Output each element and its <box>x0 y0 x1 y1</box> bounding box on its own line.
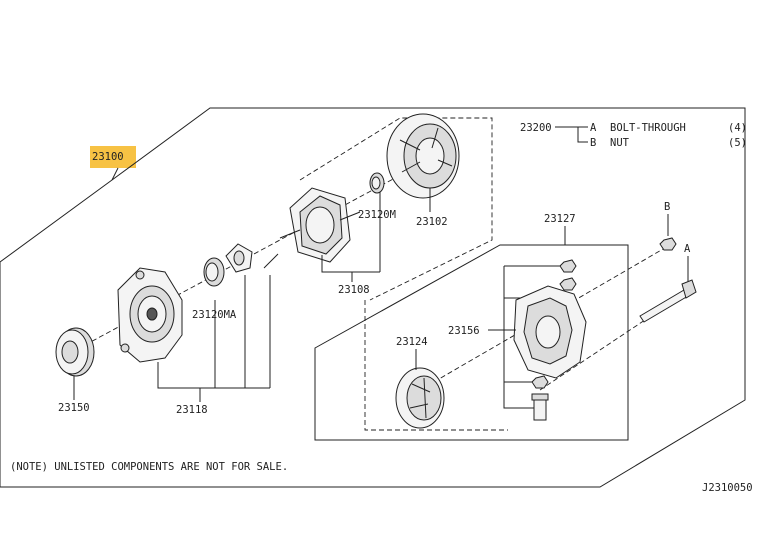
front-housing-part[interactable] <box>117 267 183 363</box>
legend-nut[interactable]: NUT <box>610 137 630 149</box>
assembly-boundary <box>0 107 746 488</box>
rectifier-housing-part[interactable] <box>513 285 587 379</box>
part-23120m-label[interactable]: 23120M <box>358 209 396 221</box>
rear-nut-2[interactable] <box>559 277 577 291</box>
part-23108-bracket <box>321 190 381 282</box>
bolt-axis <box>539 289 691 391</box>
part-23127-bracket <box>503 265 568 409</box>
rear-nut-1[interactable] <box>559 259 577 273</box>
legend-nut-qty: (5) <box>728 137 747 149</box>
rotor-group-boundary <box>299 117 493 301</box>
terminal-bolt-part[interactable] <box>531 393 549 421</box>
rear-housing-part[interactable] <box>386 113 460 199</box>
part-23150-label[interactable]: 23150 <box>58 402 90 414</box>
rear-bearing-part[interactable] <box>369 172 385 194</box>
marker-b: B <box>664 201 670 213</box>
bolt-through-part[interactable] <box>639 279 697 323</box>
part-23102-label[interactable]: 23102 <box>416 216 448 228</box>
legend-letter-a: A <box>590 122 597 134</box>
part-23200-label[interactable]: 23200 <box>520 122 552 134</box>
part-23127-label[interactable]: 23127 <box>544 213 576 225</box>
main-part-highlight <box>90 146 136 168</box>
retainer-plate-part[interactable] <box>225 243 253 273</box>
rear-group-boundary <box>364 300 508 431</box>
legend-letter-b: B <box>590 137 596 149</box>
main-part-leader <box>111 167 119 181</box>
rear-assembly-boundary <box>314 244 629 441</box>
marker-a: A <box>684 243 691 255</box>
pulley-part[interactable] <box>55 327 95 377</box>
legend-bolt-through[interactable]: BOLT-THROUGH <box>610 122 686 134</box>
part-23156-label[interactable]: 23156 <box>448 325 480 337</box>
part-23124-label[interactable]: 23124 <box>396 336 428 348</box>
rotor-part[interactable] <box>279 187 361 263</box>
figure-id: J2310050 <box>702 482 753 494</box>
part-23118-label[interactable]: 23118 <box>176 404 208 416</box>
part-23108-label[interactable]: 23108 <box>338 284 370 296</box>
part-23120ma-label[interactable]: 23120MA <box>192 309 237 321</box>
retainer-screw[interactable] <box>263 253 279 269</box>
front-bearing-part[interactable] <box>203 257 225 287</box>
part-23118-bracket <box>157 275 271 402</box>
main-part-number[interactable]: 23100 <box>92 151 124 163</box>
legend-bolt-qty: (4) <box>728 122 747 134</box>
legend-bracket <box>555 126 588 143</box>
nut-part[interactable] <box>659 237 677 251</box>
footnote: (NOTE) UNLISTED COMPONENTS ARE NOT FOR S… <box>10 461 288 473</box>
rear-cover-part[interactable] <box>395 367 445 429</box>
rear-nut-3[interactable] <box>531 375 549 389</box>
